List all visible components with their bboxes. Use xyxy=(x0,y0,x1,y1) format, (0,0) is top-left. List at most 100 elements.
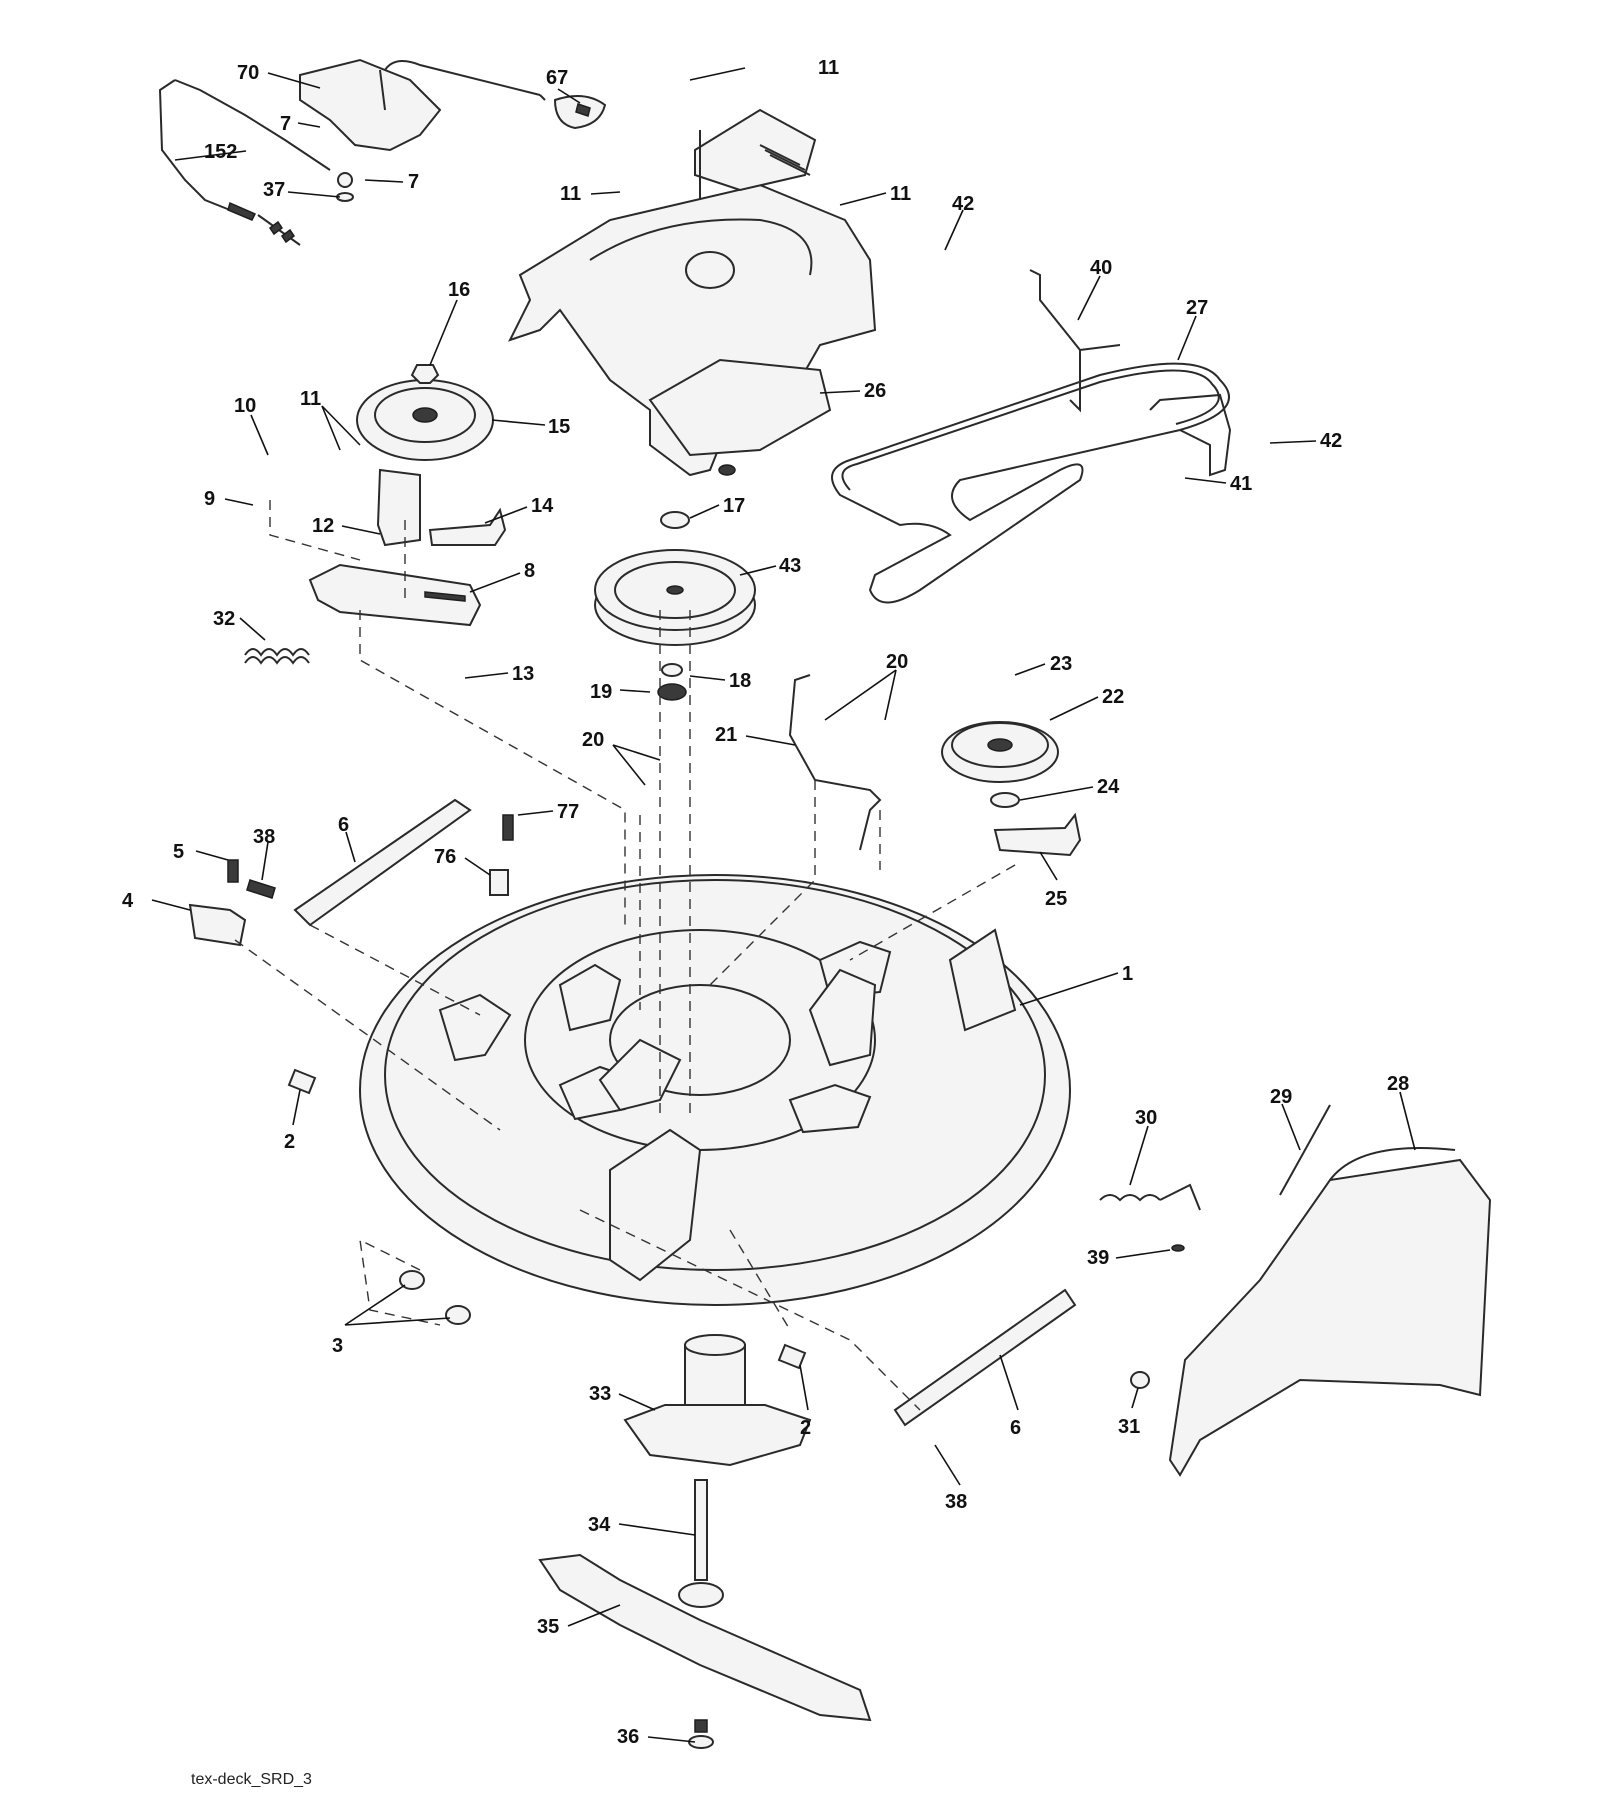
callout-67-text: 67 xyxy=(546,67,568,89)
part-spring-32 xyxy=(244,648,310,665)
callout-67: 67 xyxy=(546,67,581,104)
callout-34: 34 xyxy=(588,1514,696,1536)
callout-24-text: 24 xyxy=(1097,776,1120,798)
part-studs-nuts xyxy=(287,1068,807,1370)
part-bracket-21 xyxy=(788,674,882,851)
callout-6-b: 6 xyxy=(999,1354,1021,1439)
diagram-caption: tex-deck_SRD_3 xyxy=(191,1771,312,1788)
callout-2-b: 2 xyxy=(799,1364,811,1439)
part-idler-arm-8 xyxy=(308,563,482,627)
callout-14: 14 xyxy=(484,495,554,524)
callout-42-a: 42 xyxy=(944,193,974,251)
callout-11-d-text: 11 xyxy=(300,388,321,410)
callout-2-a: 2 xyxy=(284,1089,301,1153)
callout-8-text: 8 xyxy=(524,560,535,582)
callout-38-b: 38 xyxy=(934,1444,967,1513)
callout-31: 31 xyxy=(1118,1387,1140,1438)
callout-16-text: 16 xyxy=(448,279,470,301)
callout-18-text: 18 xyxy=(729,670,751,692)
callout-16: 16 xyxy=(429,279,470,366)
part-knob xyxy=(553,95,607,130)
callout-4-text: 4 xyxy=(122,890,134,912)
callout-25-text: 25 xyxy=(1045,888,1067,910)
callout-7-b: 7 xyxy=(364,171,419,193)
callout-11-a-text: 11 xyxy=(818,57,839,79)
callout-29-text: 29 xyxy=(1270,1086,1292,1108)
part-arms-6 xyxy=(293,798,1077,1427)
callout-8: 8 xyxy=(469,560,535,593)
callout-18: 18 xyxy=(689,670,751,692)
callout-34-text: 34 xyxy=(588,1514,611,1536)
callout-9-text: 9 xyxy=(204,488,215,510)
callout-39-text: 39 xyxy=(1087,1247,1109,1269)
callout-20-b-text: 20 xyxy=(582,729,604,751)
callout-29: 29 xyxy=(1270,1086,1301,1151)
assembly-dashed-lines xyxy=(234,500,1016,1411)
callout-22: 22 xyxy=(1049,686,1124,721)
callout-21-text: 21 xyxy=(715,724,737,746)
callout-15-text: 15 xyxy=(548,416,570,438)
callout-33-text: 33 xyxy=(589,1383,611,1405)
callout-26-text: 26 xyxy=(864,380,886,402)
callout-42-b: 42 xyxy=(1269,430,1342,452)
callout-39: 39 xyxy=(1087,1247,1171,1269)
callout-20-b: 20 xyxy=(582,729,661,786)
callout-25: 25 xyxy=(1039,851,1067,910)
callout-6-b-text: 6 xyxy=(1010,1417,1021,1439)
callout-11-d: 11 xyxy=(300,388,361,451)
callout-28-text: 28 xyxy=(1387,1073,1409,1095)
part-spindle-shaft xyxy=(678,1479,724,1608)
callout-12-text: 12 xyxy=(312,515,334,537)
callout-2-a-text: 2 xyxy=(284,1131,295,1153)
callout-40: 40 xyxy=(1077,257,1112,321)
callout-37: 37 xyxy=(263,179,341,201)
callout-41: 41 xyxy=(1184,473,1252,495)
callout-20-a-text: 20 xyxy=(886,651,908,673)
callout-43-text: 43 xyxy=(779,555,801,577)
callout-7-a-text: 7 xyxy=(280,113,291,135)
callout-32-text: 32 xyxy=(213,608,235,630)
callout-77: 77 xyxy=(517,801,579,823)
callout-31-text: 31 xyxy=(1118,1416,1140,1438)
callout-77-text: 77 xyxy=(557,801,579,823)
callout-12: 12 xyxy=(312,515,381,537)
callout-7-a: 7 xyxy=(280,113,321,135)
part-mower-deck xyxy=(359,874,1071,1306)
callout-152-text: 152 xyxy=(204,141,237,163)
callout-6-a: 6 xyxy=(338,814,356,863)
callout-36-text: 36 xyxy=(617,1726,639,1748)
callout-42-b-text: 42 xyxy=(1320,430,1342,452)
part-belt-cover xyxy=(508,108,877,477)
part-blade-bolt xyxy=(688,1719,714,1749)
callout-11-a: 11 xyxy=(689,57,839,81)
callout-10-text: 10 xyxy=(234,395,256,417)
callout-2-b-text: 2 xyxy=(800,1417,811,1439)
callout-17: 17 xyxy=(689,495,745,519)
part-brackets-12-14 xyxy=(376,468,507,547)
callout-11-b-text: 11 xyxy=(560,183,581,205)
callout-1-text: 1 xyxy=(1122,963,1133,985)
callout-11-c-text: 11 xyxy=(890,183,911,205)
callout-76-text: 76 xyxy=(434,846,456,868)
callout-5: 5 xyxy=(173,841,229,863)
callout-70: 70 xyxy=(237,62,321,89)
callout-30-text: 30 xyxy=(1135,1107,1157,1129)
callout-38-a-text: 38 xyxy=(253,826,275,848)
callout-4: 4 xyxy=(122,890,191,912)
callout-40-text: 40 xyxy=(1090,257,1112,279)
callout-28: 28 xyxy=(1387,1073,1416,1151)
callout-11-b: 11 xyxy=(560,183,621,205)
callout-35-text: 35 xyxy=(537,1616,559,1638)
part-pulley-43 xyxy=(594,511,756,701)
callout-20-a: 20 xyxy=(824,651,908,721)
callout-152: 152 xyxy=(174,141,247,163)
callout-23: 23 xyxy=(1014,653,1072,676)
callout-11-c: 11 xyxy=(839,183,911,206)
part-drive-belt xyxy=(831,362,1230,604)
callout-38-b-text: 38 xyxy=(945,1491,967,1513)
callout-43: 43 xyxy=(739,555,801,577)
callout-5-text: 5 xyxy=(173,841,184,863)
callout-23-text: 23 xyxy=(1050,653,1072,675)
callout-9: 9 xyxy=(204,488,254,510)
